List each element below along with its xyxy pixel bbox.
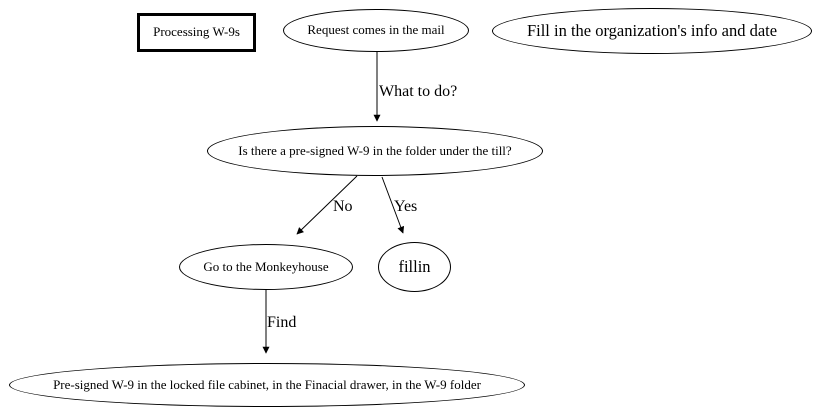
edge-label-find: Find bbox=[267, 314, 297, 331]
node-fill-org-info: Fill in the organization's info and date bbox=[492, 8, 812, 54]
node-fillin-label: fillin bbox=[398, 256, 431, 276]
edge-label-yes: Yes bbox=[394, 198, 418, 215]
node-presigned-w9-location-label: Pre-signed W-9 in the locked file cabine… bbox=[53, 376, 481, 392]
node-presigned-w9-location: Pre-signed W-9 in the locked file cabine… bbox=[9, 363, 525, 407]
node-processing-w9s-label: Processing W-9s bbox=[153, 24, 240, 40]
node-processing-w9s: Processing W-9s bbox=[137, 13, 256, 52]
node-go-to-monkeyhouse: Go to the Monkeyhouse bbox=[179, 244, 353, 290]
edge-label-what-to-do: What to do? bbox=[379, 83, 458, 100]
node-request-comes-in-mail-label: Request comes in the mail bbox=[307, 22, 445, 38]
node-fillin: fillin bbox=[378, 242, 451, 292]
node-question-presigned-w9: Is there a pre-signed W-9 in the folder … bbox=[207, 126, 543, 176]
node-request-comes-in-mail: Request comes in the mail bbox=[283, 9, 469, 52]
node-question-presigned-w9-label: Is there a pre-signed W-9 in the folder … bbox=[238, 142, 512, 158]
node-go-to-monkeyhouse-label: Go to the Monkeyhouse bbox=[203, 258, 329, 274]
edge-label-no: No bbox=[333, 198, 353, 215]
node-fill-org-info-label: Fill in the organization's info and date bbox=[526, 20, 778, 40]
edge-question-to-fillin bbox=[381, 176, 405, 234]
edge-question-to-monkeyhouse bbox=[296, 175, 358, 235]
